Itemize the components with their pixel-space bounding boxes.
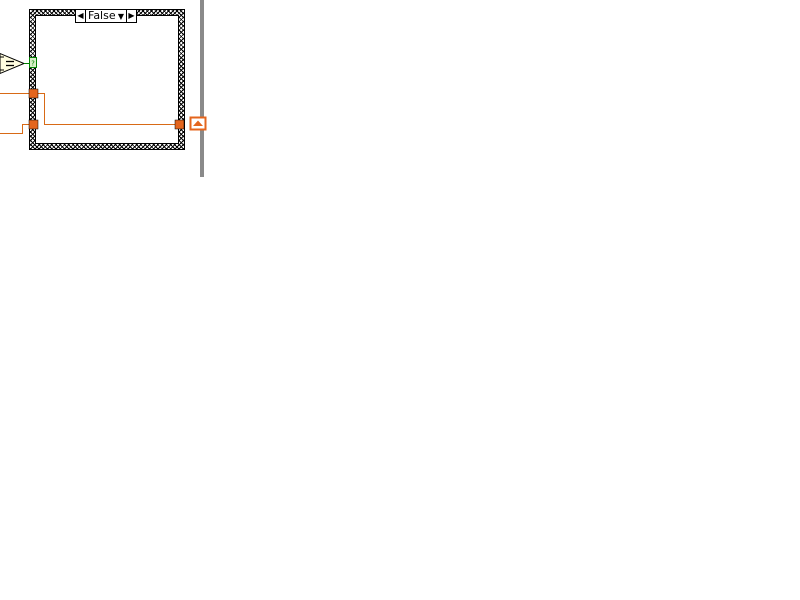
wire-upper-inner[interactable] bbox=[38, 93, 176, 125]
left-triangle-icon[interactable]: ◀ bbox=[76, 10, 86, 22]
input-tunnel-upper[interactable] bbox=[28, 88, 39, 99]
wire-lower[interactable] bbox=[0, 124, 30, 134]
case-structure-interior[interactable] bbox=[35, 15, 179, 144]
case-selector-terminal-icon[interactable]: ? bbox=[29, 57, 37, 68]
shift-register-up-icon[interactable] bbox=[189, 116, 207, 131]
wire-upper[interactable] bbox=[0, 93, 176, 125]
while-loop-border[interactable] bbox=[200, 0, 204, 177]
down-triangle-icon[interactable]: ▼ bbox=[117, 11, 125, 21]
case-structure[interactable] bbox=[29, 9, 185, 150]
selector-terminal-symbol: ? bbox=[31, 60, 35, 68]
input-tunnel-lower[interactable] bbox=[28, 119, 39, 130]
wire-lower-left[interactable] bbox=[0, 124, 30, 134]
right-triangle-icon[interactable]: ▶ bbox=[126, 10, 136, 22]
case-selector-value: False bbox=[88, 9, 116, 22]
case-selector-label[interactable]: ◀ False ▼ ▶ bbox=[75, 9, 137, 23]
output-tunnel[interactable] bbox=[174, 119, 185, 130]
equal-comparison-icon[interactable] bbox=[0, 52, 26, 75]
